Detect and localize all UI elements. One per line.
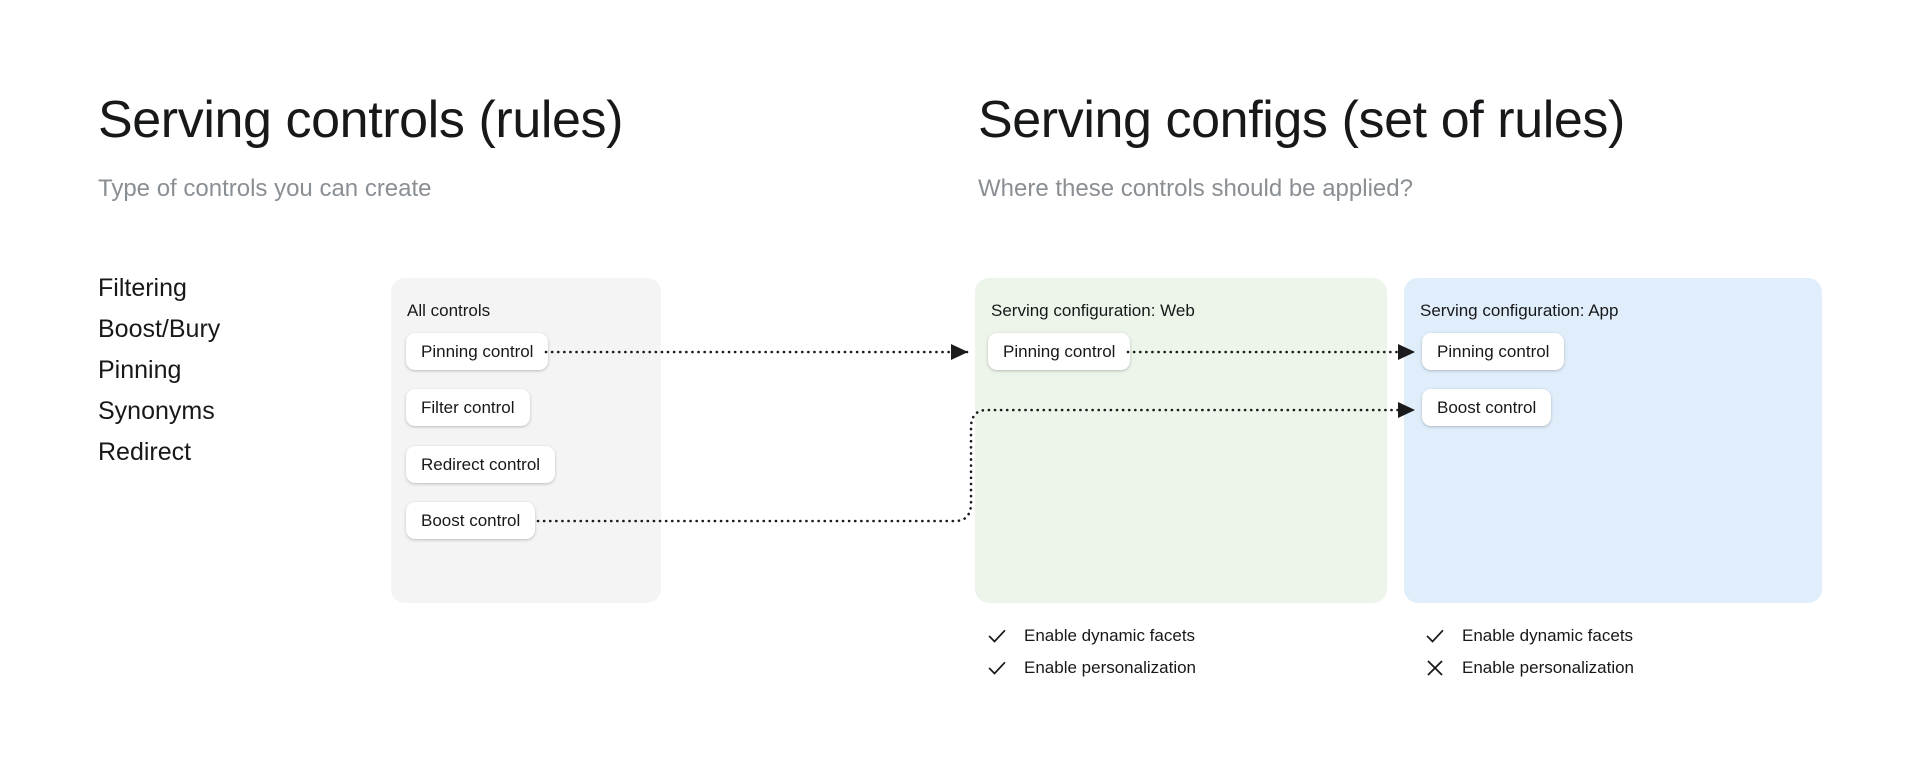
- option-row-enable-dynamic-facets-web[interactable]: Enable dynamic facets: [986, 620, 1196, 652]
- chip-pinning-control-all[interactable]: Pinning control: [406, 333, 549, 370]
- option-label: Enable personalization: [1024, 658, 1197, 677]
- control-type-item: Synonyms: [98, 397, 215, 425]
- control-type-list: Filtering Boost/Bury Pinning Synonyms Re…: [98, 268, 338, 473]
- control-type-item: Pinning: [98, 356, 182, 384]
- chip-pinning-control-app[interactable]: Pinning control: [1422, 333, 1565, 370]
- control-type-item: Boost/Bury: [98, 315, 221, 343]
- panel-serving-config-web: Serving configuration: Web: [975, 278, 1387, 603]
- left-column-subheading: Type of controls you can create: [98, 175, 432, 202]
- option-row-enable-personalization-app[interactable]: Enable personalization: [1424, 652, 1634, 684]
- panel-title-app: Serving configuration: App: [1420, 301, 1619, 320]
- cross-icon: [1427, 660, 1443, 676]
- chip-pinning-control-web[interactable]: Pinning control: [988, 333, 1131, 370]
- option-label: Enable dynamic facets: [1462, 626, 1634, 645]
- options-list-web: Enable dynamic facets Enable personaliza…: [986, 620, 1196, 684]
- option-label: Enable personalization: [1462, 658, 1635, 677]
- chip-filter-control-all[interactable]: Filter control: [406, 389, 530, 426]
- panel-title-web: Serving configuration: Web: [991, 301, 1195, 320]
- check-icon: [988, 629, 1006, 643]
- panel-title-all-controls: All controls: [407, 301, 491, 320]
- chip-boost-control-all[interactable]: Boost control: [406, 502, 536, 539]
- chip-redirect-control-all[interactable]: Redirect control: [406, 446, 556, 483]
- panel-serving-config-app: Serving configuration: App: [1404, 278, 1822, 603]
- chip-boost-control-app[interactable]: Boost control: [1422, 389, 1552, 426]
- option-label: Enable dynamic facets: [1024, 626, 1196, 645]
- check-icon: [988, 661, 1006, 675]
- panel-all-controls: All controls: [391, 278, 661, 603]
- right-column-heading: Serving configs (set of rules): [978, 91, 1625, 149]
- options-list-app: Enable dynamic facets Enable personaliza…: [1424, 620, 1634, 684]
- option-row-enable-dynamic-facets-app[interactable]: Enable dynamic facets: [1424, 620, 1634, 652]
- control-type-item: Redirect: [98, 438, 192, 466]
- left-column-heading: Serving controls (rules): [98, 91, 624, 149]
- check-icon: [1426, 629, 1444, 643]
- right-column-subheading: Where these controls should be applied?: [978, 175, 1413, 202]
- option-row-enable-personalization-web[interactable]: Enable personalization: [986, 652, 1196, 684]
- control-type-item: Filtering: [98, 274, 187, 302]
